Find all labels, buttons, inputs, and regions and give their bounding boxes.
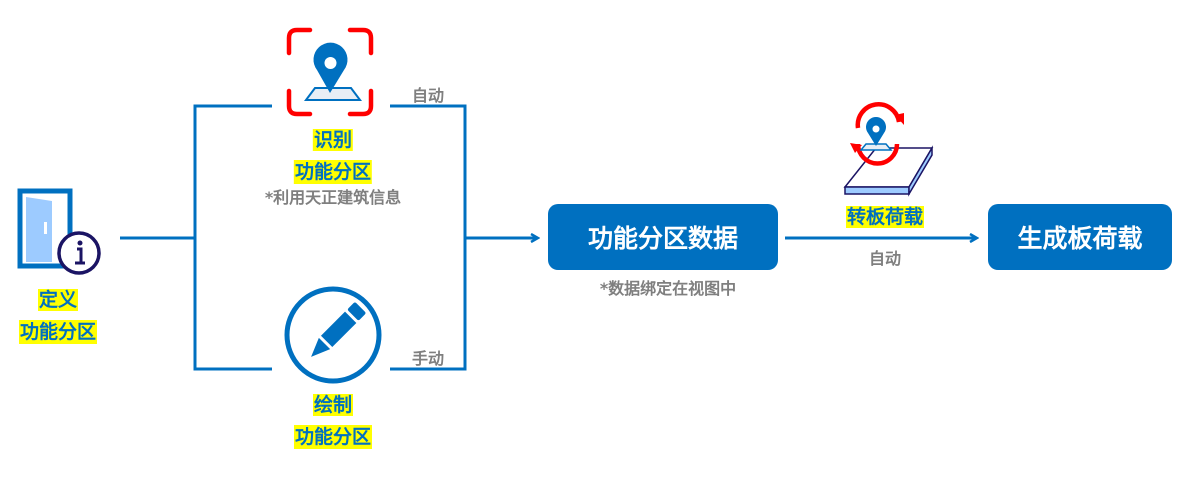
draw-mode-label: 手动 xyxy=(411,349,445,368)
define-label: 定义 功能分区 xyxy=(18,289,98,344)
pencil-icon xyxy=(284,286,382,384)
draw-label: 绘制 功能分区 xyxy=(293,394,373,449)
door-info-icon xyxy=(17,188,101,275)
identify-label: 识别 功能分区 *利用天正建筑信息 xyxy=(264,129,402,207)
generate-load-box: 生成板荷载 xyxy=(988,204,1172,270)
slab-transfer-icon xyxy=(843,102,934,197)
connector-branch-left xyxy=(193,104,272,371)
transfer-label: 转板荷载 xyxy=(845,206,925,228)
zone-data-box: 功能分区数据 xyxy=(548,204,778,270)
transfer-mode-label: 自动 xyxy=(868,249,902,268)
scan-location-icon xyxy=(286,27,374,117)
identify-mode-label: 自动 xyxy=(411,86,445,105)
connector-branch-right xyxy=(390,104,467,371)
zone-data-note: *数据绑定在视图中 xyxy=(599,279,737,298)
